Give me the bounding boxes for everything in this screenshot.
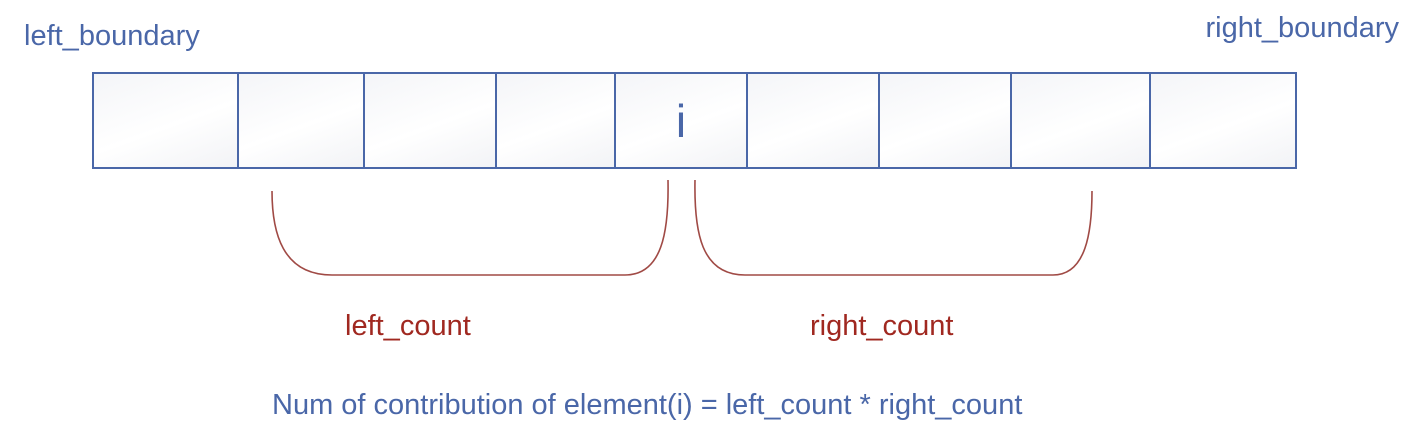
right-boundary-label: right_boundary	[1205, 12, 1399, 44]
array-cell	[746, 72, 880, 169]
left-boundary-label: left_boundary	[24, 20, 200, 52]
array-cell	[1010, 72, 1151, 169]
right-count-label: right_count	[810, 310, 954, 342]
contribution-formula: Num of contribution of element(i) = left…	[272, 389, 1023, 421]
left-count-brace	[271, 179, 669, 276]
array-row: i	[92, 72, 1297, 169]
left-count-label: left_count	[345, 310, 471, 342]
array-cell	[92, 72, 239, 169]
array-cell	[878, 72, 1012, 169]
array-cell-i: i	[614, 72, 748, 169]
right-count-brace	[694, 179, 1093, 276]
array-cell	[1149, 72, 1297, 169]
array-cell	[495, 72, 616, 169]
